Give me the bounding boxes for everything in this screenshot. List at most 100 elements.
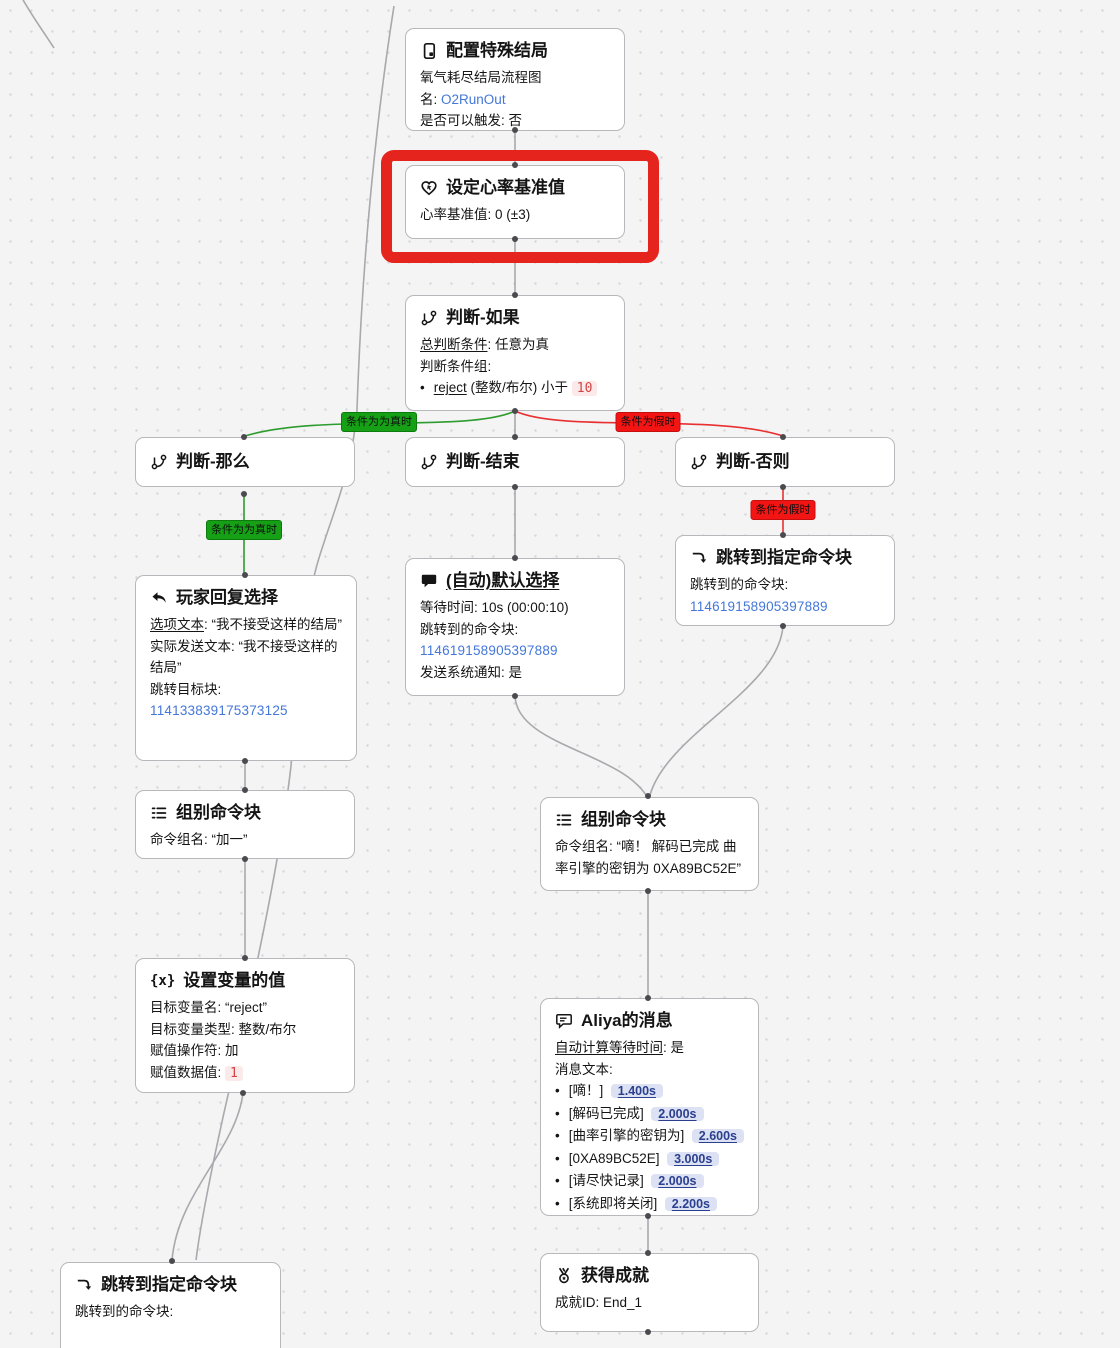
condition-item: • reject (整数/布尔) 小于 10 xyxy=(420,377,610,400)
node-judge-if[interactable]: 判断-如果 总判断条件: 任意为真 判断条件组: • reject (整数/布尔… xyxy=(405,295,625,411)
option-text-row: 选项文本: “我不接受这样的结局” xyxy=(150,617,342,632)
target-label: 跳转到的命令块: xyxy=(75,1304,174,1319)
var-name-row: 目标变量名: “reject” xyxy=(150,1000,268,1015)
edge-label-condition-true: 条件为为真时 xyxy=(341,412,417,432)
message-item: • [嘀！] 1.400s xyxy=(555,1080,744,1103)
node-title-text: Aliya的消息 xyxy=(581,1011,673,1030)
node-set-variable-value[interactable]: {x} 设置变量的值 目标变量名: “reject” 目标变量类型: 整数/布尔… xyxy=(135,958,355,1093)
edge-label-condition-false: 条件为假时 xyxy=(750,500,816,520)
target-block-link[interactable]: 114619158905397889 xyxy=(690,598,828,614)
node-title-text: 判断-那么 xyxy=(176,452,250,471)
jump-arrow-icon xyxy=(692,552,707,563)
medal-icon xyxy=(559,1267,569,1284)
node-title: 跳转到指定命令块 xyxy=(690,545,880,571)
node-title: {x} 设置变量的值 xyxy=(150,968,340,994)
target-block-link[interactable]: 114619158905397889 xyxy=(420,643,558,658)
message-item: • [0XA89BC52E] 3.000s xyxy=(555,1148,744,1171)
jump-target-link[interactable]: 114133839175373125 xyxy=(150,703,288,718)
duration-badge[interactable]: 1.400s xyxy=(610,1084,663,1098)
chat-bubble-outline-icon xyxy=(556,1014,572,1029)
branch-icon xyxy=(691,454,707,470)
document-icon xyxy=(423,42,436,60)
wait-time-row: 等待时间: 10s (00:00:10) xyxy=(420,600,569,615)
condition-group-label: 判断条件组: xyxy=(420,358,492,374)
node-judge-else[interactable]: 判断-否则 xyxy=(675,437,895,487)
node-title-text: 组别命令块 xyxy=(176,803,261,822)
var-type-row: 目标变量类型: 整数/布尔 xyxy=(150,1021,297,1037)
node-title: 判断-结束 xyxy=(420,449,610,475)
variable-icon: {x} xyxy=(150,973,176,989)
node-title: (自动)默认选择 xyxy=(420,568,610,594)
group-name-row: 命令组名: “加一” xyxy=(150,832,248,847)
node-title-text: 跳转到指定命令块 xyxy=(101,1275,237,1294)
trigger-row: 是否可以触发: 否 xyxy=(420,113,523,128)
branch-icon xyxy=(421,310,437,326)
message-item: • [曲率引擎的密钥为] 2.600s xyxy=(555,1125,744,1148)
node-title-text: 设置变量的值 xyxy=(183,971,286,990)
data-value-row: 赋值数据值: 1 xyxy=(150,1062,340,1085)
node-aliya-message[interactable]: Aliya的消息 自动计算等待时间: 是 消息文本: • [嘀！] 1.400s… xyxy=(540,998,759,1216)
message-text-label: 消息文本: xyxy=(555,1061,613,1077)
duration-badge[interactable]: 3.000s xyxy=(667,1151,720,1166)
target-label: 跳转到的命令块: xyxy=(690,577,789,592)
node-jump-to-command-block-right[interactable]: 跳转到指定命令块 跳转到的命令块: 114619158905397889 xyxy=(675,535,895,626)
message-item: • [系统即将关闭] 2.200s xyxy=(555,1193,744,1216)
op-row: 赋值操作符: 加 xyxy=(150,1043,239,1058)
node-title: 判断-如果 xyxy=(420,305,610,331)
node-title-text: 设定心率基准值 xyxy=(446,178,565,197)
node-title-text: 判断-如果 xyxy=(446,308,520,327)
edge-jumpr-groupr xyxy=(649,625,784,796)
node-title: 设定心率基准值 xyxy=(420,175,610,201)
group-name-row: 命令组名: “嘀！ 解码已完成 曲率引擎的密钥为 0XA89BC52E” xyxy=(555,839,742,876)
edge-setvar-jumpb xyxy=(171,1092,244,1261)
jump-target-label: 跳转目标块: xyxy=(150,681,222,697)
condition-value[interactable]: 10 xyxy=(571,381,598,396)
node-title: 判断-那么 xyxy=(150,449,340,475)
node-title-text: 判断-否则 xyxy=(716,452,790,471)
condition-row: 总判断条件: 任意为真 xyxy=(420,337,550,352)
node-player-reply-choice[interactable]: 玩家回复选择 选项文本: “我不接受这样的结局” 实际发送文本: “我不接受这样… xyxy=(135,575,357,761)
flow-name-link[interactable]: O2RunOut xyxy=(441,91,506,107)
reply-arrow-icon xyxy=(152,592,166,603)
node-title-text: (自动)默认选择 xyxy=(446,571,560,590)
edge-corner-stub xyxy=(22,0,55,49)
data-value[interactable]: 1 xyxy=(225,1065,243,1081)
duration-badge[interactable]: 2.000s xyxy=(651,1106,704,1121)
node-title: 玩家回复选择 xyxy=(150,585,342,611)
achievement-id-row: 成就ID: End_1 xyxy=(555,1295,643,1310)
flow-description: 氧气耗尽结局流程图 xyxy=(420,70,542,85)
node-title: 配置特殊结局 xyxy=(420,38,610,64)
node-title-text: 组别命令块 xyxy=(581,810,666,829)
node-auto-default-choice[interactable]: (自动)默认选择 等待时间: 10s (00:00:10) 跳转到的命令块: 1… xyxy=(405,558,625,696)
node-jump-to-command-block-bottom[interactable]: 跳转到指定命令块 跳转到的命令块: xyxy=(60,1262,281,1348)
node-config-special-ending[interactable]: 配置特殊结局 氧气耗尽结局流程图 名: O2RunOut 是否可以触发: 否 xyxy=(405,28,625,131)
edge-label-condition-false: 条件为假时 xyxy=(615,412,681,432)
node-get-achievement[interactable]: 获得成就 成就ID: End_1 xyxy=(540,1253,759,1332)
node-title-text: 配置特殊结局 xyxy=(446,41,548,60)
node-judge-end[interactable]: 判断-结束 xyxy=(405,437,625,487)
chat-bubble-solid-icon xyxy=(421,574,437,588)
node-set-heart-rate-baseline[interactable]: 设定心率基准值 心率基准值: 0 (±3) xyxy=(405,165,625,239)
message-item: • [请尽快记录] 2.000s xyxy=(555,1170,744,1193)
node-group-command-block-left[interactable]: 组别命令块 命令组名: “加一” xyxy=(135,790,355,859)
node-title: 组别命令块 xyxy=(150,800,340,826)
variable-link[interactable]: reject xyxy=(433,380,467,395)
duration-badge[interactable]: 2.200s xyxy=(664,1196,717,1211)
baseline-row: 心率基准值: 0 (±3) xyxy=(420,207,531,222)
message-item: • [解码已完成] 2.000s xyxy=(555,1103,744,1126)
node-group-command-block-right[interactable]: 组别命令块 命令组名: “嘀！ 解码已完成 曲率引擎的密钥为 0XA89BC52… xyxy=(540,797,759,891)
node-title: Aliya的消息 xyxy=(555,1008,744,1034)
node-title: 获得成就 xyxy=(555,1263,744,1289)
notify-row: 发送系统通知: 是 xyxy=(420,664,523,680)
send-text-row: 实际发送文本: “我不接受这样的结局” xyxy=(150,638,338,676)
list-icon xyxy=(151,807,167,819)
duration-badge[interactable]: 2.600s xyxy=(691,1129,744,1143)
heart-rate-icon xyxy=(421,181,437,196)
node-title: 判断-否则 xyxy=(690,449,880,475)
duration-badge[interactable]: 2.000s xyxy=(651,1174,704,1188)
edge-label-condition-true: 条件为为真时 xyxy=(206,520,282,540)
auto-wait-row: 自动计算等待时间: 是 xyxy=(555,1040,685,1055)
node-judge-then[interactable]: 判断-那么 xyxy=(135,437,355,487)
target-label: 跳转到的命令块: xyxy=(420,621,519,637)
